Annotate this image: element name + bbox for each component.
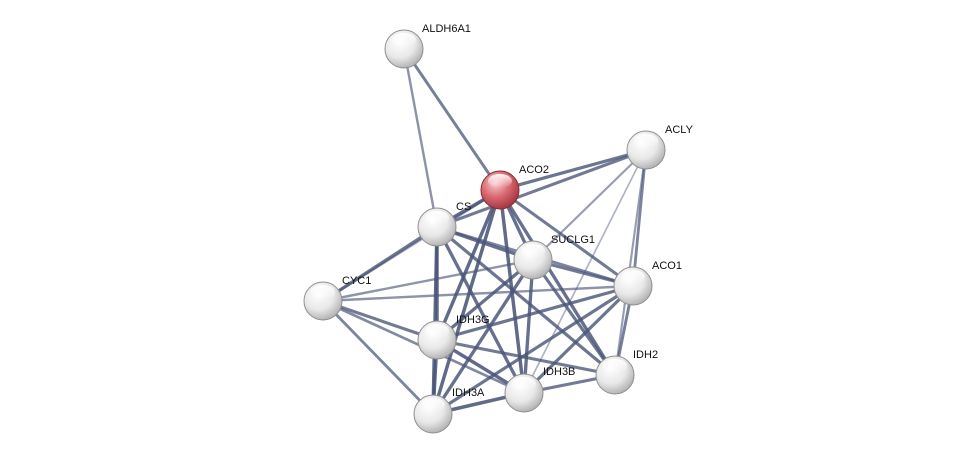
node-label-aldh6a1: ALDH6A1 [422,23,471,35]
edge-aco1-idh3g [435,284,635,342]
node-label-aco2: ACO2 [519,164,549,176]
node-aldh6a1[interactable]: ALDH6A1 [384,23,471,69]
edge-aldh6a1-cs [402,47,439,229]
node-cs[interactable]: CS [417,201,471,247]
edge-aco2-idh2 [498,188,617,377]
edge-cs-cyc1 [321,225,439,303]
edge-suclg1-cyc1 [321,258,535,303]
node-idh2[interactable]: IDH2 [595,349,658,395]
node-highlight [425,324,449,338]
edge-suclg1-idh2 [531,258,617,377]
node-label-aco1: ACO1 [652,260,682,272]
edge-cyc1-idh3g [321,299,439,342]
edge-aco2-aco1 [498,188,635,288]
edge-suclg1-idh3a [431,258,535,416]
node-aco2[interactable]: ACO2 [480,164,549,210]
node-highlight [603,359,627,373]
edge-suclg1-idh3g [435,258,535,342]
node-highlight [392,33,416,47]
edge-acly-aco2 [498,148,648,192]
node-label-suclg1: SUCLG1 [551,234,595,246]
node-label-idh2: IDH2 [633,349,658,361]
node-highlight [621,270,645,284]
node-highlight [521,244,545,258]
edge-aco2-idh3a [431,188,502,416]
node-acly[interactable]: ACLY [626,124,694,170]
node-suclg1[interactable]: SUCLG1 [513,234,595,280]
node-idh3g[interactable]: IDH3G [417,314,490,360]
edge-acly-cs [435,148,648,229]
edge-aco1-cyc1 [321,284,635,303]
edge-suclg1-idh3b [522,258,535,395]
edge-aco1-idh3a [431,284,635,416]
edges-layer [321,47,648,416]
node-aco1[interactable]: ACO1 [613,260,682,306]
node-highlight [634,134,658,148]
node-label-acly: ACLY [665,124,694,136]
node-label-idh3a: IDH3A [452,387,485,399]
node-label-idh3b: IDH3B [543,366,575,378]
node-highlight [488,174,512,188]
edge-aldh6a1-aco2 [402,47,502,192]
node-highlight [421,398,445,412]
node-idh3b[interactable]: IDH3B [504,366,575,413]
node-cyc1[interactable]: CYC1 [303,275,371,321]
node-label-cyc1: CYC1 [342,275,371,287]
edge-idh3g-idh2 [435,338,617,377]
node-label-cs: CS [456,201,471,213]
node-highlight [311,285,335,299]
edge-acly-suclg1 [531,148,648,262]
node-idh3a[interactable]: IDH3A [413,387,485,434]
edge-aco1-idh3b [522,284,635,395]
node-label-idh3g: IDH3G [456,314,490,326]
edge-cyc1-idh3a [321,299,435,416]
edge-acly-idh2 [613,148,648,377]
edge-aco2-idh3g [435,188,502,342]
node-highlight [425,211,449,225]
node-highlight [512,377,536,391]
edge-cs-idh2 [435,225,617,377]
